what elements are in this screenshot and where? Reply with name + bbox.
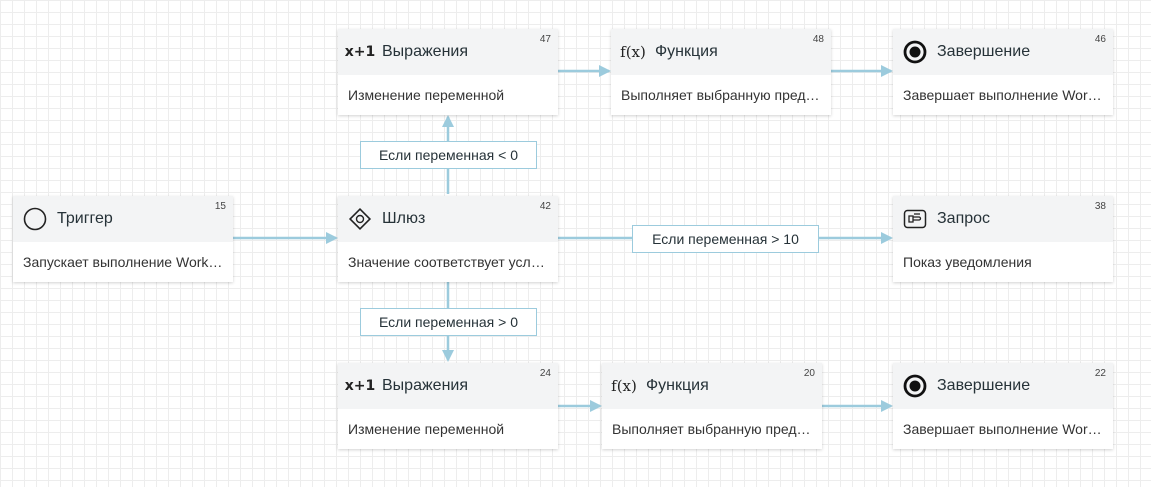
- node-id: 42: [539, 201, 551, 212]
- end-circle-icon: [902, 373, 928, 399]
- node-end-top[interactable]: Завершение 46 Завершает выполнение Workf…: [893, 29, 1113, 115]
- node-function-bottom[interactable]: f(x) Функция 20 Выполняет выбранную пред…: [602, 363, 822, 449]
- node-end-bottom[interactable]: Завершение 22 Завершает выполнение Workf…: [893, 363, 1113, 449]
- node-description: Завершает выполнение Workflow: [903, 87, 1105, 103]
- node-title: Выражения: [382, 377, 469, 394]
- node-header: f(x) Функция 48: [611, 29, 831, 75]
- request-icon: [902, 206, 928, 232]
- edge-label-greater-zero[interactable]: Если переменная > 0: [360, 308, 537, 336]
- x-plus-one-icon: x+1: [344, 44, 376, 60]
- node-title: Запрос: [937, 210, 991, 227]
- node-header: Триггер 15: [13, 196, 233, 242]
- node-request[interactable]: Запрос 38 Показ уведомления: [893, 196, 1113, 282]
- node-description: Изменение переменной: [348, 87, 505, 103]
- node-header: Завершение 46: [893, 29, 1113, 75]
- node-id: 20: [803, 368, 815, 379]
- node-title: Завершение: [937, 43, 1031, 60]
- node-title: Шлюз: [382, 210, 426, 227]
- node-header: Шлюз 42: [338, 196, 558, 242]
- node-title: Завершение: [937, 377, 1031, 394]
- node-title: Выражения: [382, 43, 469, 60]
- node-id: 24: [539, 368, 551, 379]
- node-header: f(x) Функция 20: [602, 363, 822, 409]
- node-header: x+1 Выражения 47: [338, 29, 558, 75]
- function-icon: f(x): [611, 377, 637, 395]
- node-header: Завершение 22: [893, 363, 1113, 409]
- node-id: 48: [812, 34, 824, 45]
- node-expression-bottom[interactable]: x+1 Выражения 24 Изменение переменной: [338, 363, 558, 449]
- node-title: Функция: [655, 43, 718, 60]
- circle-outline-icon: [22, 206, 48, 232]
- node-id: 38: [1094, 201, 1106, 212]
- edge-label-greater-ten[interactable]: Если переменная > 10: [632, 225, 819, 253]
- node-id: 47: [539, 34, 551, 45]
- node-id: 22: [1094, 368, 1106, 379]
- node-description: Изменение переменной: [348, 421, 505, 437]
- node-title: Функция: [646, 377, 709, 394]
- node-description: Завершает выполнение Workflow: [903, 421, 1105, 437]
- node-description: Показ уведомления: [903, 254, 1032, 270]
- node-function-top[interactable]: f(x) Функция 48 Выполняет выбранную пред…: [611, 29, 831, 115]
- diamond-icon: [347, 206, 373, 232]
- node-description: Выполняет выбранную предопределенную фун…: [621, 87, 823, 103]
- node-gateway[interactable]: Шлюз 42 Значение соответствует условию: [338, 196, 558, 282]
- node-header: Запрос 38: [893, 196, 1113, 242]
- node-id: 46: [1094, 34, 1106, 45]
- node-id: 15: [214, 201, 226, 212]
- edge-label-less-zero[interactable]: Если переменная < 0: [360, 141, 537, 169]
- x-plus-one-icon: x+1: [344, 378, 376, 394]
- node-description: Значение соответствует условию: [348, 254, 550, 270]
- node-expression-top[interactable]: x+1 Выражения 47 Изменение переменной: [338, 29, 558, 115]
- node-title: Триггер: [57, 210, 113, 227]
- node-header: x+1 Выражения 24: [338, 363, 558, 409]
- function-icon: f(x): [620, 43, 646, 61]
- node-description: Запускает выполнение Workflow: [23, 254, 225, 270]
- node-trigger[interactable]: Триггер 15 Запускает выполнение Workflow: [13, 196, 233, 282]
- node-description: Выполняет выбранную предопределенную фун…: [612, 421, 814, 437]
- end-circle-icon: [902, 39, 928, 65]
